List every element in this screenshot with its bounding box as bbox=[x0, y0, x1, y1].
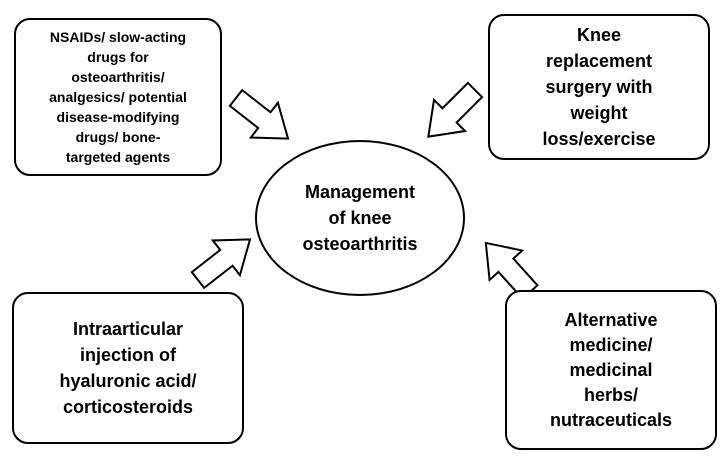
box-pharmacological-drugs-label: NSAIDs/ slow-acting drugs for osteoarthr… bbox=[49, 29, 187, 165]
box-intraarticular-injection: Intraarticular injection of hyaluronic a… bbox=[12, 292, 244, 444]
box-knee-replacement-label: Knee replacement surgery with weight los… bbox=[542, 25, 656, 149]
box-intraarticular-injection-label: Intraarticular injection of hyaluronic a… bbox=[59, 319, 197, 417]
arrow-bottom-left bbox=[190, 238, 252, 290]
box-alternative-medicine-label: Alternative medicine/ medicinal herbs/ n… bbox=[549, 309, 673, 430]
arrow-top-right bbox=[427, 81, 484, 138]
box-pharmacological-drugs: NSAIDs/ slow-acting drugs for osteoarthr… bbox=[14, 18, 222, 176]
box-alternative-medicine: Alternative medicine/ medicinal herbs/ n… bbox=[505, 290, 717, 450]
box-knee-replacement: Knee replacement surgery with weight los… bbox=[488, 14, 710, 160]
arrow-bottom-right bbox=[484, 241, 539, 301]
arrow-top-left bbox=[228, 88, 290, 140]
center-ellipse: Management of knee osteoarthritis bbox=[255, 140, 465, 296]
center-title: Management of knee osteoarthritis bbox=[302, 182, 418, 254]
